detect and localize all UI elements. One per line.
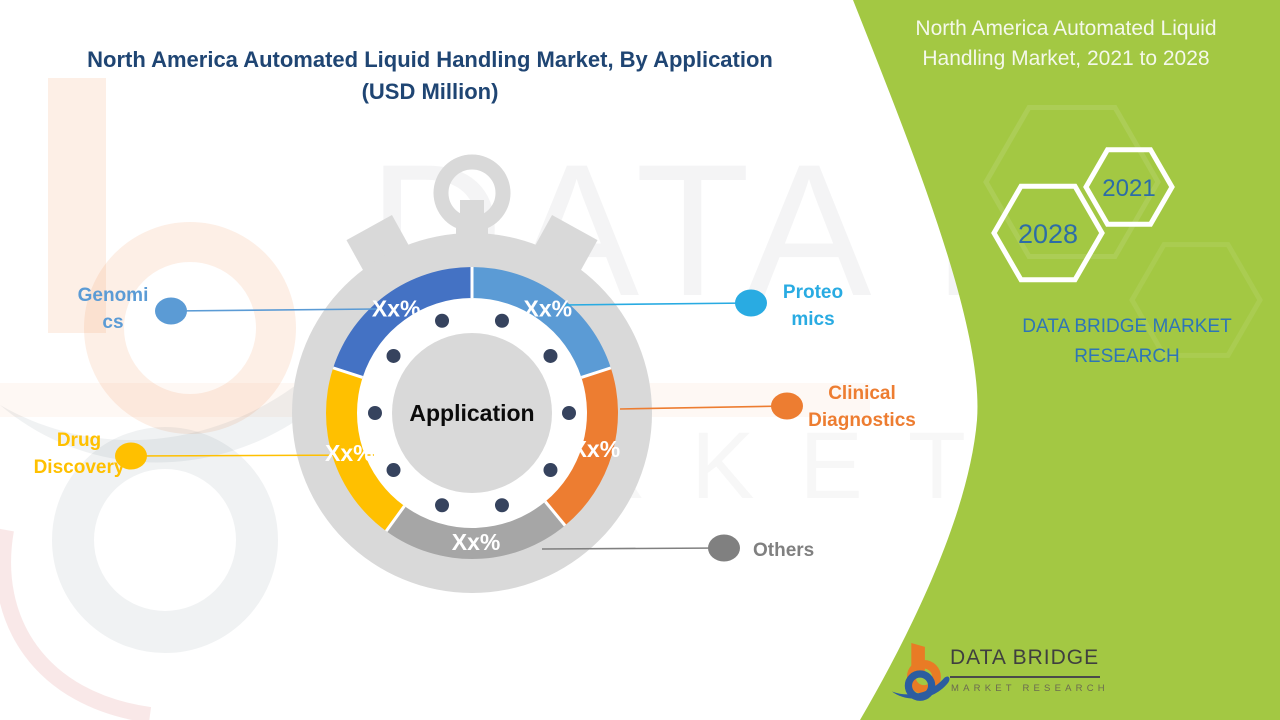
segment-divider bbox=[544, 500, 567, 527]
page-title-line1: North America Automated Liquid Handling … bbox=[87, 47, 773, 72]
pct-label-drug: Xx% bbox=[325, 440, 374, 466]
pct-label-others: Xx% bbox=[452, 529, 501, 555]
segment-divider bbox=[580, 366, 612, 379]
watermark-d-bowl bbox=[52, 427, 278, 653]
segment-genomics bbox=[333, 267, 472, 378]
legend-clinical-line1: Clinical bbox=[828, 383, 896, 404]
legend-proteomics-line2: mics bbox=[791, 309, 835, 330]
clock-dot bbox=[543, 348, 558, 363]
leader-dot-proteomics bbox=[735, 289, 767, 317]
background-logo-watermark bbox=[0, 78, 351, 720]
watermark-b-stem bbox=[48, 78, 106, 333]
legend-clinical-diagnostics: Clinical Diagnostics bbox=[782, 380, 942, 434]
segment-drug bbox=[326, 367, 405, 532]
legend-genomics-line2: cs bbox=[102, 312, 124, 333]
segment-clinical bbox=[545, 367, 618, 526]
leader-dot-drug bbox=[115, 442, 147, 470]
segment-proteomics bbox=[472, 267, 611, 378]
legend-proteomics: Proteo mics bbox=[733, 279, 893, 333]
stopwatch-crown-nub bbox=[460, 200, 484, 220]
clock-dot bbox=[386, 463, 401, 478]
leader-line-drug bbox=[130, 454, 375, 457]
logo-swoosh bbox=[891, 676, 950, 699]
pct-label-clinical: Xx% bbox=[572, 436, 621, 462]
databridge-logo-icon bbox=[891, 643, 950, 701]
leader-dot-clinical bbox=[771, 392, 803, 420]
faint-hexagon-1 bbox=[983, 105, 1161, 259]
legend-others: Others bbox=[753, 537, 893, 564]
legend-drug-discovery: Drug Discovery bbox=[0, 427, 158, 481]
faint-hexagon-2 bbox=[1129, 242, 1263, 358]
clock-dot bbox=[435, 498, 450, 513]
stopwatch-button bbox=[346, 214, 411, 274]
watermark-b-bowl bbox=[84, 222, 296, 434]
page-title: North America Automated Liquid Handling … bbox=[40, 44, 820, 108]
logo-divider bbox=[950, 676, 1100, 678]
clock-dot bbox=[368, 406, 382, 420]
hexagon-2021 bbox=[1083, 147, 1175, 227]
year-2021-label: 2021 bbox=[1102, 175, 1155, 202]
hexagon-2028 bbox=[991, 183, 1105, 283]
legend-others-line1: Others bbox=[753, 540, 815, 561]
chart-center-label: Application bbox=[409, 400, 535, 426]
watermark-red-arc bbox=[0, 528, 152, 720]
clock-dot bbox=[562, 406, 576, 420]
leader-line-genomics bbox=[170, 308, 378, 312]
brand-caption: DATA BRIDGE MARKET RESEARCH bbox=[1022, 316, 1232, 367]
clock-dot bbox=[435, 313, 450, 328]
legend-proteomics-line1: Proteo bbox=[782, 282, 844, 303]
leader-dot-genomics bbox=[155, 297, 187, 325]
stopwatch-button bbox=[533, 214, 598, 274]
side-panel-title: North America Automated Liquid Handling … bbox=[915, 17, 1217, 70]
clock-dot bbox=[494, 313, 509, 328]
page-title-line2: (USD Million) bbox=[361, 79, 499, 104]
segment-divider bbox=[332, 366, 364, 379]
leader-dot-others bbox=[708, 534, 740, 562]
pct-label-genomics: Xx% bbox=[372, 296, 421, 322]
stopwatch-core bbox=[392, 333, 552, 493]
clock-dot bbox=[494, 498, 509, 513]
segment-divider bbox=[384, 505, 406, 532]
legend-genomics-line1: Genomi bbox=[77, 285, 149, 306]
pct-label-proteomics: Xx% bbox=[524, 296, 573, 322]
logo-wordmark: DATA BRIDGE bbox=[950, 646, 1100, 669]
logo-tagline: MARKET RESEARCH bbox=[951, 683, 1109, 694]
year-2028-label: 2028 bbox=[1018, 219, 1078, 249]
legend-drug-line1: Drug bbox=[56, 430, 102, 451]
side-panel-green-wedge bbox=[853, 0, 1280, 720]
legend-clinical-line2: Diagnostics bbox=[808, 410, 916, 431]
leader-line-proteomics bbox=[562, 302, 752, 306]
leader-line-others bbox=[541, 547, 725, 550]
segment-others bbox=[386, 501, 566, 559]
leader-line-clinical bbox=[619, 405, 788, 410]
legend-drug-line2: Discovery bbox=[33, 457, 125, 478]
clock-dot bbox=[543, 463, 558, 478]
legend-genomics: Genomi cs bbox=[33, 282, 193, 336]
clock-dot bbox=[386, 348, 401, 363]
watermark-swoosh bbox=[0, 356, 351, 463]
